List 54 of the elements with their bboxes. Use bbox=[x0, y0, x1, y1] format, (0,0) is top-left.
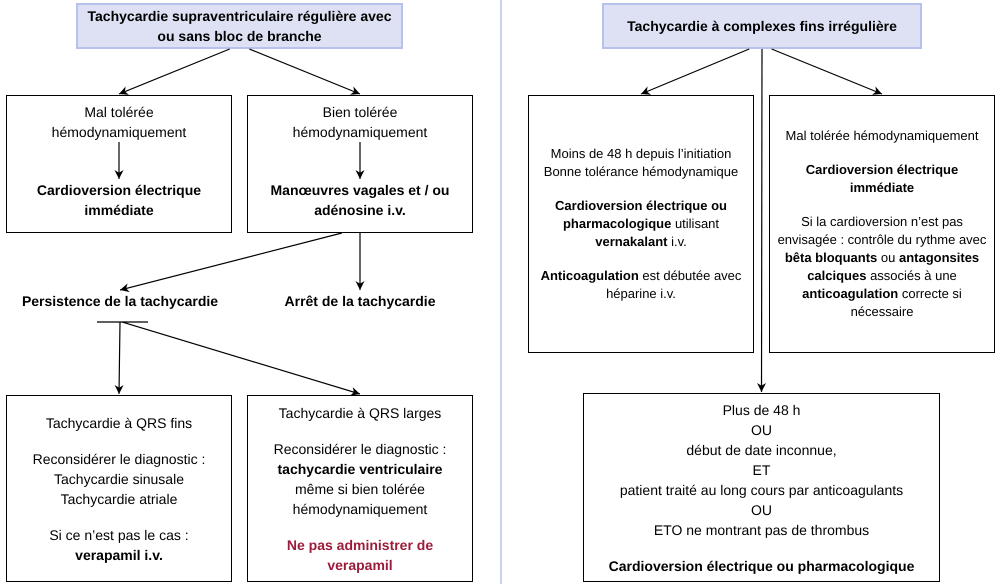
flow-text: Manœuvres vagales et / ou adénosine i.v. bbox=[260, 180, 460, 220]
flow-text: Mal tolérée hémodynamiquement bbox=[44, 102, 194, 142]
flow-text: Persistence de la tachycardie bbox=[8, 291, 232, 311]
arrow bbox=[771, 48, 882, 95]
box-text: OU bbox=[750, 500, 773, 520]
box-text: Cardioversion électrique immédiate bbox=[804, 161, 960, 197]
process-box bbox=[583, 393, 940, 582]
arrow bbox=[640, 48, 750, 95]
box-text: Cardioversion électrique ou pharmacologique utilisant vernakalant i.v. bbox=[554, 197, 728, 251]
arrow bbox=[356, 142, 364, 179]
box-text: Reconsidérer le diagnostic : bbox=[272, 440, 448, 458]
box-text: Moins de 48 h depuis l’initiation bbox=[550, 145, 732, 163]
box-text: Si ce n’est pas le cas : bbox=[48, 526, 190, 544]
header-box bbox=[602, 3, 922, 49]
arrow bbox=[757, 49, 766, 392]
arrow bbox=[114, 142, 124, 179]
box-text: Tachycardie à complexes fins irrégulière bbox=[626, 17, 898, 36]
box-text: OU bbox=[750, 420, 773, 440]
box-text: verapamil i.v. bbox=[74, 546, 164, 564]
arrow bbox=[122, 321, 360, 396]
process-box bbox=[528, 95, 754, 353]
arrow bbox=[118, 48, 230, 95]
box-text: même si bien tolérée hémodynamiquement bbox=[292, 480, 428, 518]
box-text: ET bbox=[752, 460, 772, 480]
box-text: Plus de 48 h bbox=[722, 400, 802, 420]
arrow bbox=[120, 232, 342, 292]
box-text: Anticoagulation est débutée avec héparine i.v. bbox=[540, 267, 742, 303]
process-box bbox=[247, 95, 473, 233]
process-box bbox=[6, 95, 232, 233]
arrow bbox=[114, 322, 124, 394]
box-text: patient traité au long cours par anticoagulants bbox=[618, 480, 904, 500]
box-text: Bonne tolérance hémodynamique bbox=[542, 163, 740, 181]
box-text: tachycardie ventriculaire bbox=[276, 460, 444, 478]
process-box bbox=[247, 395, 473, 582]
box-text: Tachycardie supraventriculaire régulière avec ou sans bloc de branche bbox=[86, 7, 392, 46]
arrow bbox=[356, 233, 364, 290]
box-text: Tachycardie sinusale bbox=[53, 470, 185, 488]
box-text: début de date inconnue, bbox=[685, 440, 838, 460]
box-text: Mal tolérée hémodynamiquement bbox=[784, 127, 980, 145]
box-text: Cardioversion électrique ou pharmacologique bbox=[608, 556, 916, 576]
box-text: Reconsidérer le diagnostic : bbox=[32, 450, 206, 468]
box-text: Tachycardie à QRS larges bbox=[278, 404, 442, 422]
flow-text: Bien tolérée hémodynamiquement bbox=[285, 102, 435, 142]
arrow bbox=[249, 48, 360, 95]
box-text: Si la cardioversion n’est pas envisagée : contrôle du rythme avec bêta bloquants ou antagonsites calciques associés à une anticoagulation correcte si nécessaire bbox=[776, 213, 988, 321]
box-text: Ne pas administrer de verapamil bbox=[286, 536, 434, 574]
process-box bbox=[6, 395, 232, 582]
process-box bbox=[769, 95, 995, 353]
flow-text: Arrêt de la tachycardie bbox=[260, 291, 460, 311]
header-box bbox=[76, 3, 403, 49]
box-text: Tachycardie atriale bbox=[60, 490, 178, 508]
box-text: Tachycardie à QRS fins bbox=[44, 414, 194, 432]
box-text: ETO ne montrant pas de thrombus bbox=[652, 520, 870, 540]
flow-text: Cardioversion électrique immédiate bbox=[19, 180, 219, 220]
